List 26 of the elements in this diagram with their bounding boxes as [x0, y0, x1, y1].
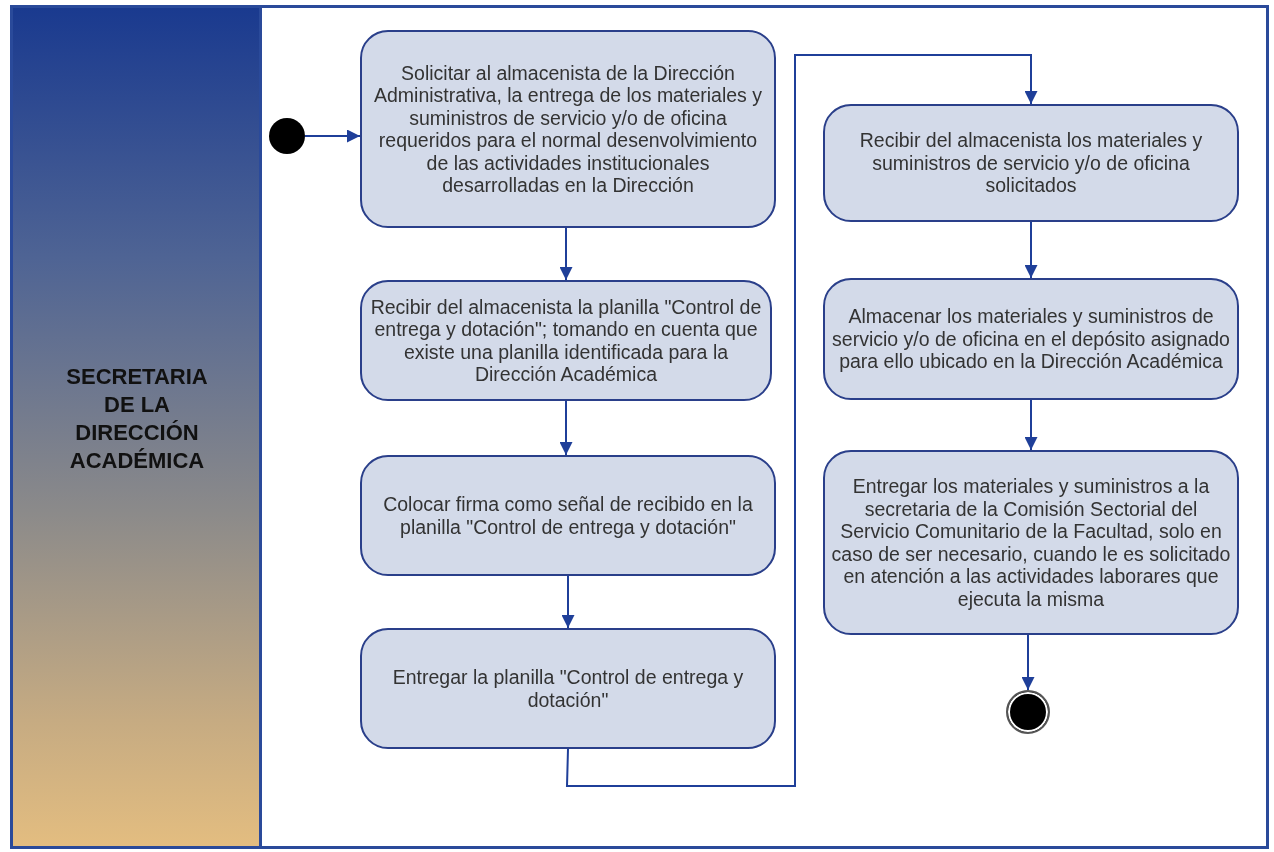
activity-text: Colocar firma como señal de recibido en la planilla "Control de entrega y dotación"	[382, 493, 754, 538]
activity-text: Recibir del almacenista los materiales y suministros de servicio y/o de oficina solicitados	[858, 129, 1204, 197]
activity-text: Solicitar al almacenista de la Dirección Administrativa, la entrega de los materiales y suministros de servicio y/o de oficina requeridos para el normal desenvolvimiento de las actividades institucionales desarrolladas en la Dirección	[373, 61, 763, 197]
activity-box	[823, 104, 1239, 222]
activity-box	[360, 628, 776, 749]
arrow	[1024, 399, 1038, 451]
activity-text: Entregar la planilla "Control de entrega y dotación"	[391, 666, 745, 711]
lane-title: SECRETARIA DE LA DIRECCIÓN ACADÉMICA	[65, 363, 209, 475]
final-node	[1006, 690, 1050, 734]
initial-node	[269, 118, 305, 154]
activity-box	[360, 30, 776, 228]
arrow	[304, 129, 361, 143]
activity-box	[360, 455, 776, 576]
arrow	[1024, 221, 1038, 279]
arrow	[565, 54, 1038, 787]
arrow	[561, 575, 575, 629]
activity-text: Recibir del almacenista la planilla "Control de entrega y dotación"; tomando en cuenta que existe una planilla identificada para la Dirección Académica	[369, 295, 763, 386]
arrow	[1021, 634, 1035, 691]
activity-text: Entregar los materiales y suministros a la secretaria de la Comisión Sectorial del Servicio Comunitario de la Facultad, solo en caso de ser necesario, cuando le es solicitado en atención a las actividades laborares que ejecuta la misma	[830, 475, 1232, 610]
activity-box	[360, 280, 772, 401]
arrow	[559, 400, 573, 456]
swimlane	[10, 5, 1269, 849]
arrow	[559, 227, 573, 281]
activity-box	[823, 450, 1239, 635]
activity-box	[823, 278, 1239, 400]
activity-text: Almacenar los materiales y suministros de servicio y/o de oficina en el depósito asignado para ello ubicado en la Dirección Académica	[831, 305, 1231, 373]
